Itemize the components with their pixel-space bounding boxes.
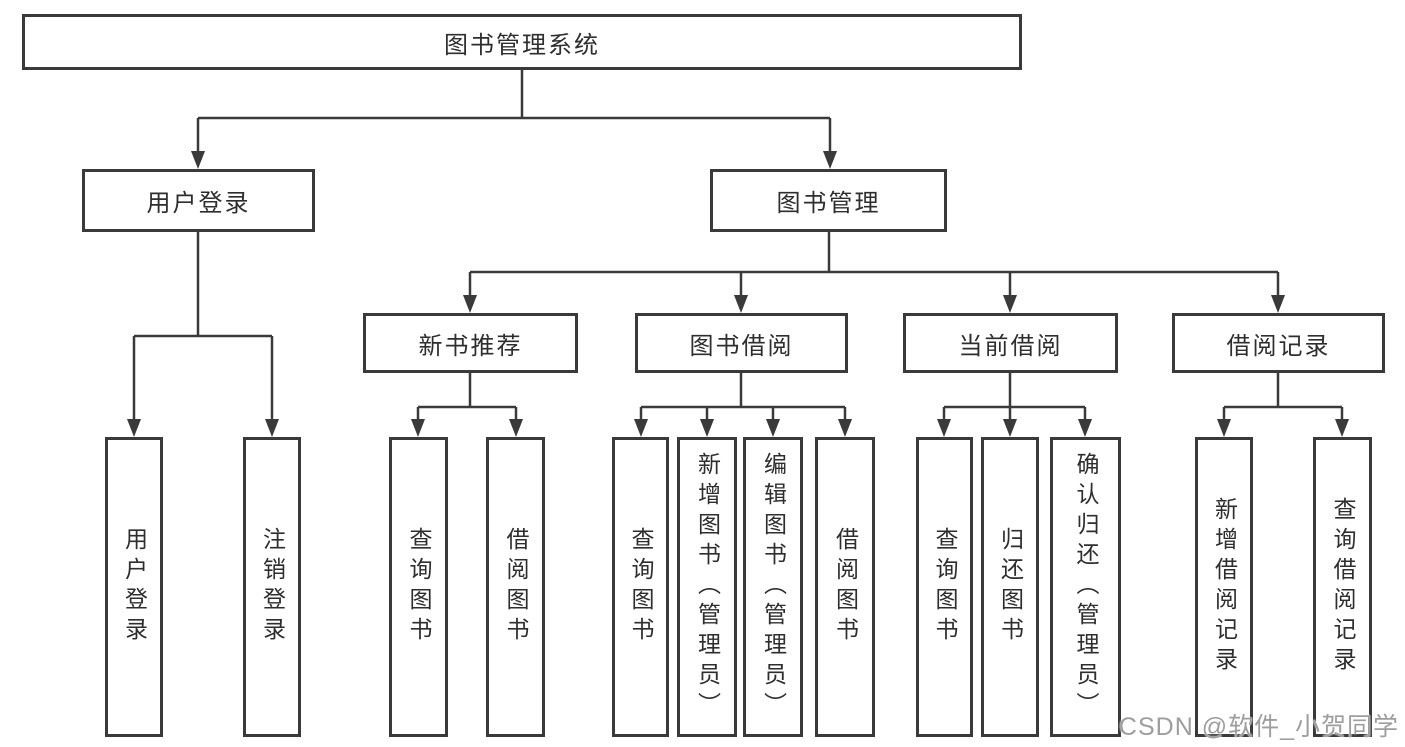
leaf-borrow-books-recommend: 借阅图书 bbox=[486, 437, 545, 737]
arrow-leaf-confirm-return bbox=[1078, 419, 1092, 437]
arrow-leaf-search-books-3 bbox=[937, 419, 951, 437]
leaf-search-books-current: 查询图书 bbox=[916, 437, 973, 737]
connector-book-management-bus bbox=[468, 232, 1280, 297]
arrow-leaf-logout bbox=[265, 419, 279, 437]
leaf-add-borrow-record: 新增借阅记录 bbox=[1195, 437, 1253, 737]
arrow-leaf-edit-book bbox=[766, 419, 780, 437]
leaf-logout: 注销登录 bbox=[243, 437, 301, 737]
connector-borrow-records-bus bbox=[1222, 373, 1344, 421]
leaf-search-books-borrow: 查询图书 bbox=[612, 437, 669, 737]
node-book-management: 图书管理 bbox=[710, 169, 947, 232]
arrow-leaf-add-book bbox=[700, 419, 714, 437]
arrow-to-current-borrow bbox=[1003, 295, 1017, 313]
arrow-leaf-search-books-1 bbox=[411, 419, 425, 437]
node-new-book-recommend: 新书推荐 bbox=[363, 313, 578, 373]
arrow-to-new-book bbox=[463, 295, 477, 313]
arrow-leaf-search-record bbox=[1335, 419, 1349, 437]
arrow-to-book-borrow bbox=[734, 295, 748, 313]
connector-new-book-bus bbox=[416, 373, 518, 421]
arrow-leaf-return-book bbox=[1003, 419, 1017, 437]
node-current-borrow: 当前借阅 bbox=[903, 313, 1118, 373]
connector-current-borrow-bus bbox=[942, 373, 1087, 421]
node-book-borrow: 图书借阅 bbox=[635, 313, 848, 373]
connector-root-bus bbox=[196, 70, 832, 153]
node-user-login: 用户登录 bbox=[82, 169, 315, 232]
leaf-add-book-admin: 新增图书（管理员） bbox=[677, 437, 737, 737]
arrow-leaf-borrow-books-1 bbox=[509, 419, 523, 437]
arrow-to-borrow-records bbox=[1271, 295, 1285, 313]
connector-book-borrow-bus bbox=[639, 373, 847, 421]
arrow-leaf-add-record bbox=[1217, 419, 1231, 437]
leaf-borrow-books: 借阅图书 bbox=[815, 437, 875, 737]
connector-user-login-bus bbox=[132, 232, 274, 421]
leaf-search-books-recommend: 查询图书 bbox=[389, 437, 448, 737]
leaf-return-book: 归还图书 bbox=[981, 437, 1039, 737]
node-borrow-records: 借阅记录 bbox=[1172, 313, 1385, 373]
csdn-watermark: CSDN @软件_小贺同学 bbox=[1118, 713, 1399, 741]
arrow-leaf-user-login bbox=[127, 419, 141, 437]
arrow-to-user-login bbox=[191, 151, 205, 169]
leaf-search-borrow-record: 查询借阅记录 bbox=[1313, 437, 1372, 737]
arrow-leaf-borrow-books-2 bbox=[838, 419, 852, 437]
leaf-user-login: 用户登录 bbox=[105, 437, 163, 737]
node-library-management-system: 图书管理系统 bbox=[22, 14, 1022, 70]
arrow-to-book-management bbox=[823, 151, 837, 169]
leaf-edit-book-admin: 编辑图书（管理员） bbox=[743, 437, 803, 737]
arrowheads bbox=[127, 151, 1349, 437]
arrow-leaf-search-books-2 bbox=[634, 419, 648, 437]
leaf-confirm-return-admin: 确认归还（管理员） bbox=[1050, 437, 1121, 737]
